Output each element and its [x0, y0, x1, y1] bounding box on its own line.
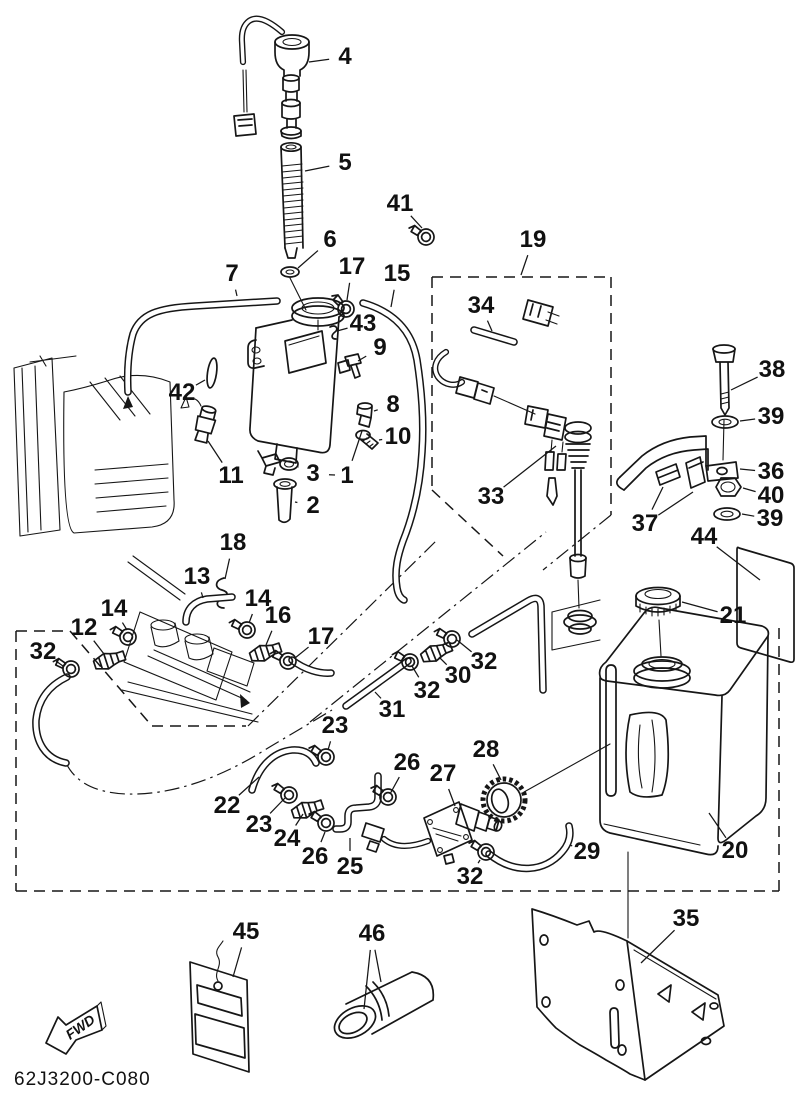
- clamp-32-right: [433, 622, 464, 653]
- hose-29: [485, 822, 574, 873]
- fwd-arrow: FWD: [45, 1001, 107, 1055]
- bracket-36: [615, 435, 739, 491]
- hose-13: [182, 593, 236, 626]
- clip-18: [215, 577, 229, 609]
- oil-tank-20: [523, 599, 770, 856]
- oil-pump-27: [361, 801, 503, 865]
- grommet-3: [257, 450, 299, 476]
- oil-reservoir-sub-tank: [247, 297, 351, 464]
- inlet-pipe: [468, 594, 547, 694]
- mount-bracket-35: [531, 851, 725, 1081]
- damper-pads-37: [655, 456, 706, 489]
- filter-tube: [280, 141, 304, 259]
- assembly-boundary: [15, 276, 780, 892]
- screw-10: [355, 429, 379, 450]
- fitting-12: [91, 646, 128, 674]
- sensor-11: [194, 405, 217, 444]
- engine-silhouette-upper: [13, 355, 175, 537]
- seal-42: [206, 357, 218, 389]
- hose-25: [332, 772, 382, 833]
- clamp-23-lower: [271, 778, 300, 808]
- hose-17-segment: [288, 656, 335, 677]
- clamp-14-right: [228, 613, 259, 644]
- tube-2: [273, 478, 297, 524]
- harness-34: [432, 299, 560, 415]
- oil-level-sensor-33: [524, 405, 597, 635]
- washer-39-upper: [711, 415, 739, 429]
- grommet-sleeve-46: [333, 971, 435, 1039]
- engine-silhouette-lower: [121, 555, 259, 723]
- hose-22: [248, 746, 320, 794]
- clip-43: [329, 325, 338, 340]
- knob-28: [480, 776, 528, 824]
- hose-7: [123, 297, 281, 409]
- clamp-26-lower: [308, 806, 337, 836]
- washer-39-lower: [713, 507, 741, 521]
- tube-31: [342, 657, 412, 710]
- hose-15: [359, 299, 427, 604]
- nut-40: [715, 477, 742, 497]
- filler-cap-21: [635, 586, 681, 617]
- gasket-washer: [280, 266, 307, 311]
- clamp-41: [408, 220, 437, 250]
- label-plate-44: [736, 546, 795, 664]
- warning-tag-45: [189, 940, 250, 1073]
- bolt-38: [712, 344, 736, 461]
- hose-32-left: [32, 673, 71, 767]
- part-code: 62J3200-C080: [14, 1069, 151, 1090]
- leader-lines: [55, 58, 761, 1010]
- fitting-8: [356, 402, 373, 428]
- bolt-9: [344, 353, 362, 379]
- sensor-11-wire: [180, 396, 202, 409]
- gauge-assembly: [233, 15, 310, 140]
